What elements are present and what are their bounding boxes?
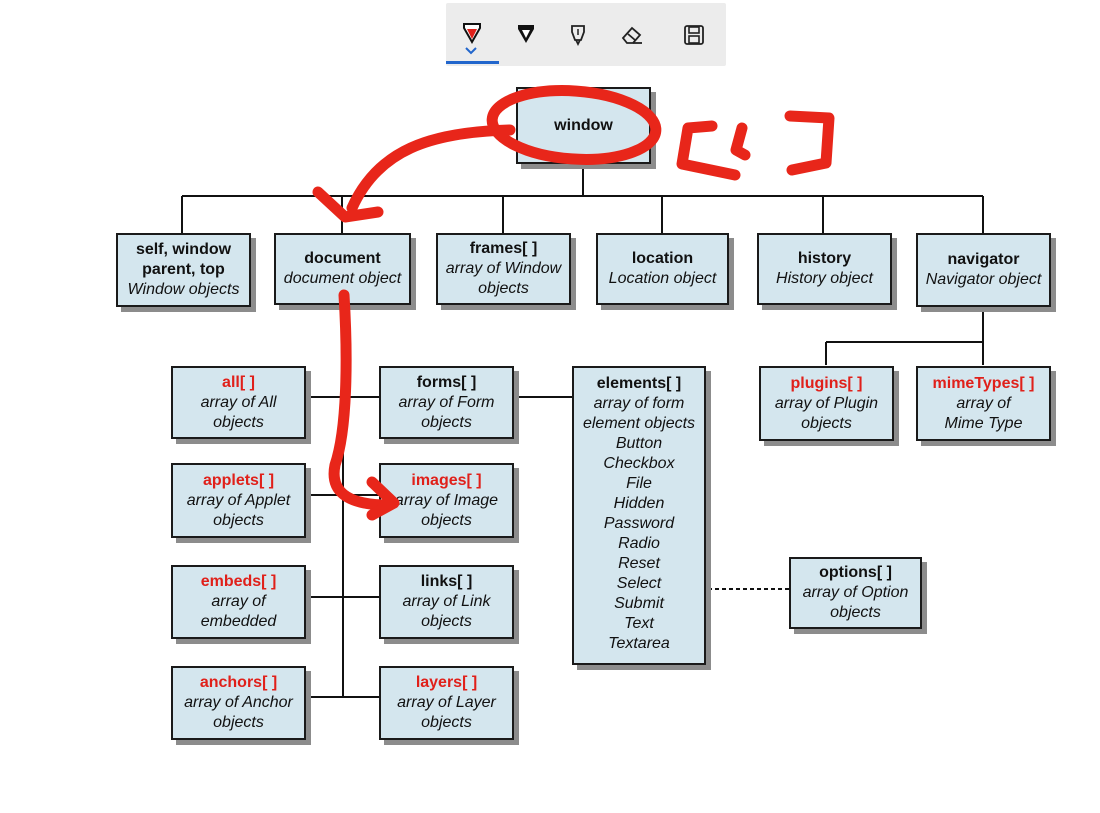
box-title-line: parent, top <box>142 261 225 278</box>
box-subtitle-line: array of Option <box>802 584 909 601</box>
box-subtitle-line: Navigator object <box>925 271 1042 288</box>
box-title-line: frames[ ] <box>469 240 538 257</box>
highlighter-button[interactable] <box>552 3 604 66</box>
pencil-icon <box>518 24 534 43</box>
box-subtitle-line: objects <box>421 714 472 731</box>
box-title-line: elements[ ] <box>596 375 682 392</box>
element-type-item: File <box>626 475 652 492</box>
element-type-item: Button <box>615 435 663 452</box>
box-title-line: layers[ ] <box>415 674 478 691</box>
box-subtitle-line: array of Layer <box>397 694 496 711</box>
location-box: location Location object <box>596 233 729 305</box>
box-title-line: options[ ] <box>819 564 892 581</box>
element-type-item: Text <box>624 615 654 632</box>
box-subtitle-line: array of Image <box>394 491 499 509</box>
box-subtitle-line: array of All <box>200 393 277 411</box>
element-type-item: Hidden <box>613 495 665 512</box>
box-subtitle-line: objects <box>421 413 472 431</box>
chevron-down-icon[interactable] <box>464 47 478 55</box>
plugins-box: plugins[ ] array of Plugin objects <box>759 366 894 441</box>
ballpoint-pen-icon <box>463 22 481 44</box>
box-title-line: history <box>797 250 852 267</box>
pencil-button[interactable] <box>500 3 552 66</box>
box-subtitle-line: element objects <box>582 415 696 432</box>
box-title-line: applets[ ] <box>202 471 275 489</box>
history-box: history History object <box>757 233 892 305</box>
ink-toolbar <box>446 3 726 66</box>
frames-box: frames[ ] array of Window objects <box>436 233 571 305</box>
box-subtitle-line: objects <box>213 413 264 431</box>
images-box: images[ ] array of Image objects <box>379 463 514 538</box>
save-icon <box>684 24 704 45</box>
box-subtitle-line: document object <box>283 270 402 287</box>
box-subtitle-line: embedded <box>200 613 277 630</box>
element-type-item: Checkbox <box>603 455 675 472</box>
anchors-box: anchors[ ] array of Anchor objects <box>171 666 306 740</box>
all-box: all[ ] array of All objects <box>171 366 306 439</box>
element-type-item: Select <box>616 575 662 592</box>
box-subtitle-line: objects <box>421 511 472 529</box>
applets-box: applets[ ] array of Applet objects <box>171 463 306 538</box>
box-subtitle-line: objects <box>421 613 472 630</box>
box-subtitle-line: Location object <box>608 270 717 287</box>
box-subtitle-line: objects <box>830 604 881 621</box>
highlighter-icon <box>571 24 585 46</box>
self-window-box: self, window parent, top Window objects <box>116 233 251 307</box>
box-subtitle-line: objects <box>801 414 852 432</box>
box-subtitle-line: array of <box>956 394 1011 412</box>
box-title-line: plugins[ ] <box>790 374 863 392</box>
options-box: options[ ] array of Option objects <box>789 557 922 629</box>
save-button[interactable] <box>668 3 720 66</box>
box-subtitle-line: array of Link <box>402 593 491 610</box>
element-type-item: Submit <box>614 595 664 612</box>
box-title-line: anchors[ ] <box>199 674 278 691</box>
box-subtitle-line: array of Plugin <box>774 394 879 412</box>
window-title: window <box>554 116 613 134</box>
box-subtitle-line: array of Anchor <box>184 694 293 711</box>
layers-box: layers[ ] array of Layer objects <box>379 666 514 740</box>
box-subtitle-line: array of Applet <box>186 491 291 509</box>
forms-box: forms[ ] array of Form objects <box>379 366 514 439</box>
box-subtitle-line: Mime Type <box>944 414 1023 432</box>
eraser-button[interactable] <box>606 3 658 66</box>
box-subtitle-line: History object <box>776 270 873 287</box>
selected-tool-indicator <box>446 61 499 64</box>
box-subtitle-line: array of form <box>593 395 685 412</box>
box-title-line: links[ ] <box>420 573 473 590</box>
embeds-box: embeds[ ] array of embedded <box>171 565 306 639</box>
element-type-item: Textarea <box>608 635 670 652</box>
elements-box: elements[ ] array of form element object… <box>572 366 706 665</box>
box-subtitle-line: objects <box>213 511 264 529</box>
box-title-line: embeds[ ] <box>200 573 277 590</box>
box-title-line: navigator <box>947 251 1020 268</box>
box-title-line: self, window <box>135 241 232 258</box>
eraser-icon <box>621 26 642 44</box>
ballpoint-pen-button[interactable] <box>446 3 498 66</box>
navigator-box: navigator Navigator object <box>916 233 1051 307</box>
element-type-item: Reset <box>618 555 660 572</box>
box-subtitle-line: array of Form <box>398 393 495 411</box>
box-subtitle-line: array of <box>211 593 266 610</box>
box-subtitle-line: objects <box>478 280 529 297</box>
box-title-line: document <box>304 250 381 267</box>
links-box: links[ ] array of Link objects <box>379 565 514 639</box>
box-title-line: images[ ] <box>411 471 482 489</box>
box-title-line: all[ ] <box>222 373 255 391</box>
element-type-item: Password <box>603 515 675 532</box>
box-subtitle-line: array of Window <box>445 260 562 277</box>
element-type-item: Radio <box>618 535 660 552</box>
document-box: document document object <box>274 233 411 305</box>
box-title-line: location <box>631 250 694 267</box>
box-title-line: forms[ ] <box>416 373 477 391</box>
box-title-line: mimeTypes[ ] <box>932 374 1035 392</box>
window-box: window <box>516 87 651 164</box>
mimetypes-box: mimeTypes[ ] array of Mime Type <box>916 366 1051 441</box>
box-subtitle-line: Window objects <box>127 281 240 298</box>
box-subtitle-line: objects <box>213 714 264 731</box>
